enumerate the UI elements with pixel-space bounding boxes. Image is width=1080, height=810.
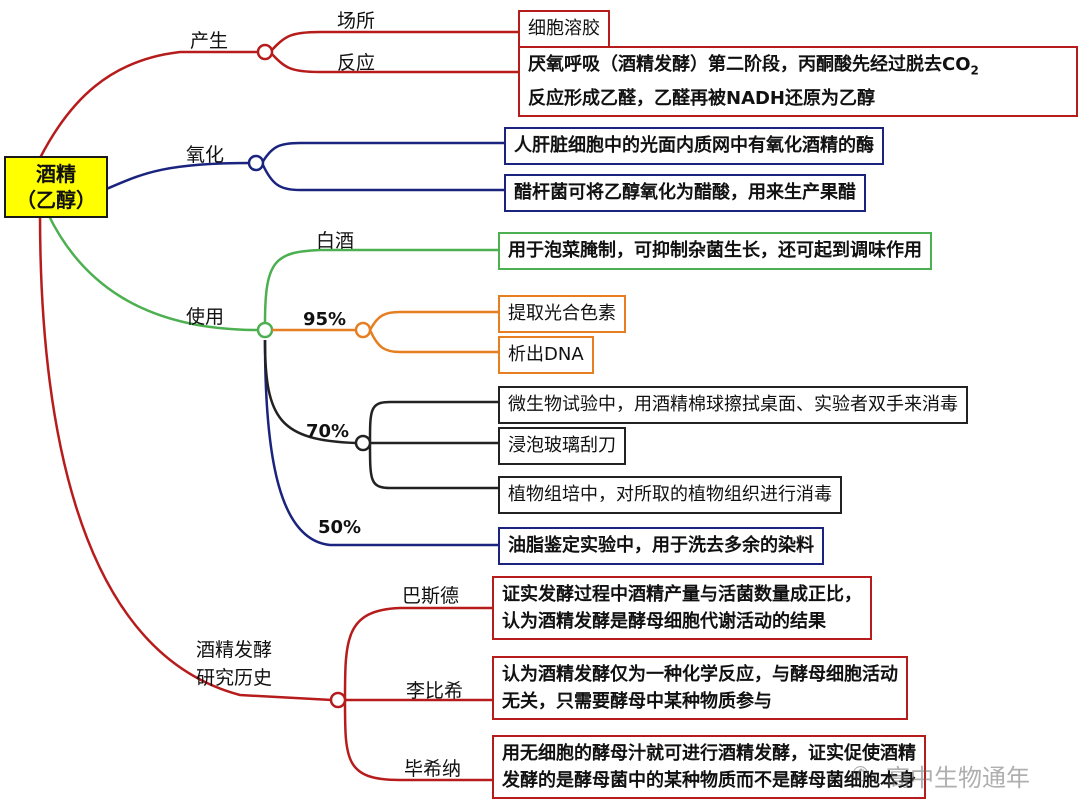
box-microbe-disinfect: 微生物试验中，用酒精棉球擦拭桌面、实验者双手来消毒 [498, 386, 968, 424]
box-liver-enzyme: 人肝脏细胞中的光面内质网中有氧化酒精的酶 [504, 127, 884, 165]
sublabel-site: 场所 [337, 10, 376, 32]
box-cytosol: 细胞溶胶 [518, 10, 610, 48]
link-history [38, 213, 333, 702]
link-oxidize [103, 161, 251, 192]
node-produce [256, 43, 274, 61]
box-pickle: 用于泡菜腌制，可抑制杂菌生长，还可起到调味作用 [498, 232, 932, 270]
link-produce [38, 50, 262, 159]
sublabel-95: 95% [303, 309, 347, 330]
node-oxidize [247, 154, 265, 172]
box-tissue-culture: 植物组培中，对所取的植物组织进行消毒 [498, 476, 842, 514]
box-pasteur: 证实发酵过程中酒精产量与活菌数量成正比， 认为酒精发酵是酵母细胞代谢活动的结果 [492, 576, 872, 640]
link-use [46, 213, 259, 332]
box-reaction-line1: 厌氧呼吸（酒精发酵）第二阶段，丙酮酸先经过脱去CO2 [528, 54, 979, 78]
history-label-line2: 研究历史 [196, 667, 273, 689]
sublabel-reaction: 反应 [337, 52, 376, 74]
node-use [256, 321, 274, 339]
wechat-icon: ✆ [852, 762, 869, 786]
branch-label-history: 酒精发酵 研究历史 [196, 636, 272, 692]
sublabel-70: 70% [306, 421, 350, 442]
box-liebig: 认为酒精发酵仅为一种化学反应，与酵母细胞活动 无关，只需要酵母中某种物质参与 [492, 656, 908, 720]
box-fat-test: 油脂鉴定实验中，用于洗去多余的染料 [498, 527, 824, 565]
branch-label-produce: 产生 [190, 30, 229, 52]
node-95 [354, 321, 372, 339]
sublabel-pasteur: 巴斯德 [402, 585, 460, 607]
node-70 [354, 434, 372, 452]
box-pigment: 提取光合色素 [498, 295, 626, 333]
watermark: 高中生物通年 [886, 764, 1030, 792]
sublabel-liebig: 李比希 [406, 680, 464, 702]
history-label-line1: 酒精发酵 [196, 639, 273, 661]
box-acetobacter: 醋杆菌可将乙醇氧化为醋酸，用来生产果醋 [504, 174, 866, 212]
link-oxidize-1 [260, 141, 504, 164]
box-spreader: 浸泡玻璃刮刀 [498, 427, 626, 465]
root-node-ethanol: 酒精 （乙醇） [4, 156, 108, 218]
node-history [329, 691, 347, 709]
link-70-1 [368, 400, 498, 444]
sublabel-50: 50% [318, 517, 362, 538]
link-95-2 [368, 329, 498, 354]
link-70-3 [368, 442, 498, 490]
root-line2: （乙醇） [16, 188, 96, 212]
link-history-buchner [343, 699, 492, 782]
link-produce-reaction [269, 51, 518, 74]
sublabel-baijiu: 白酒 [316, 230, 355, 252]
link-use-70 [263, 339, 357, 445]
link-oxidize-2 [260, 162, 504, 192]
box-cytosol-text: 细胞溶胶 [528, 18, 600, 39]
box-reaction-line2: 反应形成乙醛，乙醛再被NADH还原为乙醇 [528, 87, 875, 109]
link-use-baijiu [263, 248, 498, 324]
branch-label-use: 使用 [186, 306, 225, 328]
box-buchner: 用无细胞的酵母汁就可进行酒精发酵，证实促使酒精 发酵的是酵母菌中的某种物质而不是… [492, 735, 926, 799]
sublabel-buchner: 毕希纳 [404, 758, 462, 780]
link-produce-site [269, 30, 518, 53]
link-95-1 [368, 310, 498, 331]
box-fermentation-reaction: 厌氧呼吸（酒精发酵）第二阶段，丙酮酸先经过脱去CO2 反应形成乙醛，乙醛再被NA… [518, 46, 1078, 117]
link-history-pasteur [343, 606, 492, 701]
co2-subscript: 2 [970, 63, 979, 78]
box-dna: 析出DNA [498, 336, 594, 374]
link-use-50 [263, 339, 498, 547]
root-line1: 酒精 [36, 162, 76, 186]
branch-label-oxidize: 氧化 [186, 144, 225, 166]
